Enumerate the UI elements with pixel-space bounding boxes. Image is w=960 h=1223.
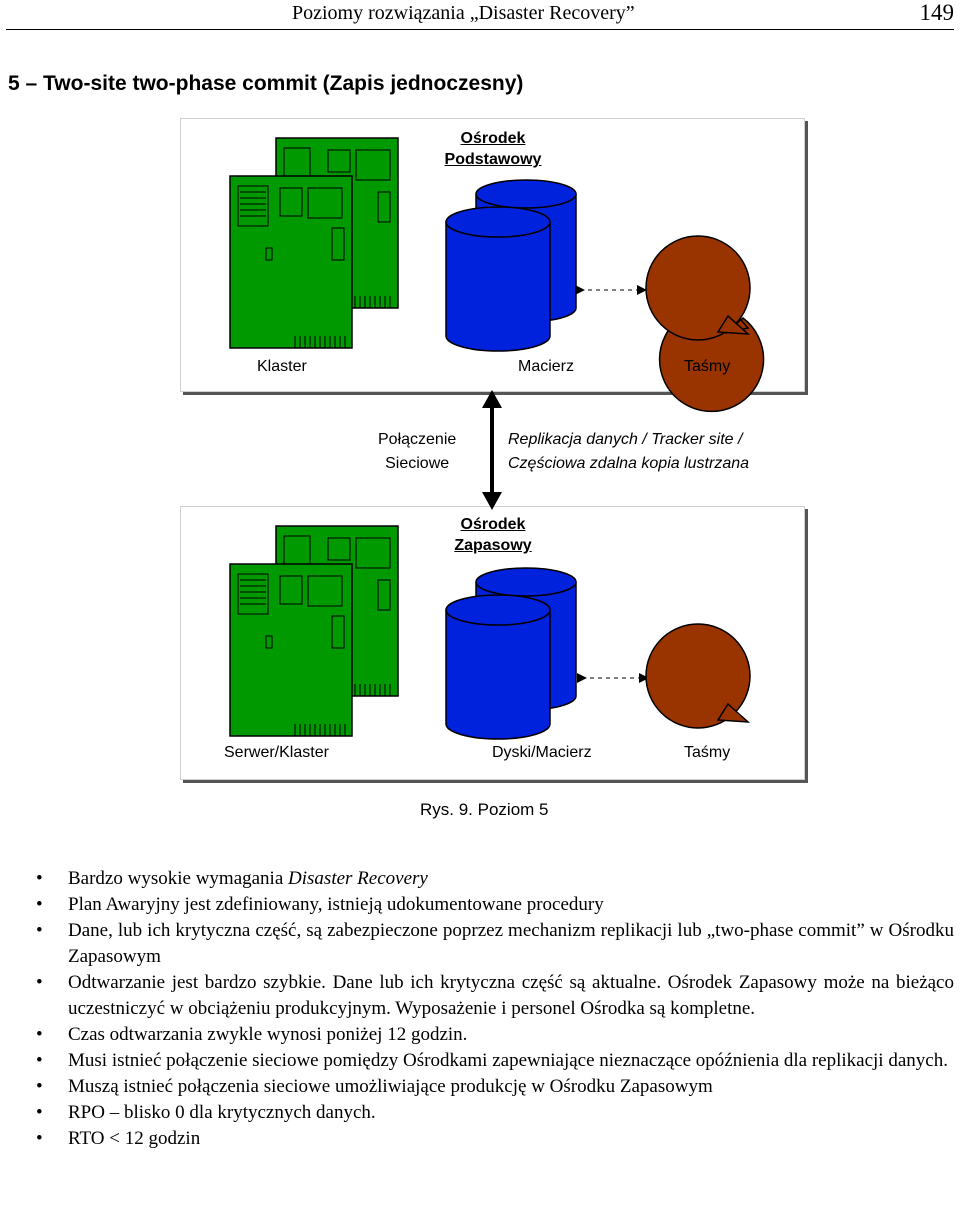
backup-disks-label: Dyski/Macierz (492, 744, 592, 761)
cluster-label: Klaster (257, 358, 307, 375)
network-label: Połączenie Sieciowe (378, 428, 456, 476)
list-item: Odtwarzanie jest bardzo szybkie. Dane lu… (36, 970, 954, 1022)
backup-disk-array-icon (445, 567, 577, 740)
tape-icon (645, 235, 765, 413)
array-label: Macierz (518, 358, 575, 375)
backup-server-cluster-icon (229, 525, 399, 737)
figure-caption: Rys. 9. Poziom 5 (420, 800, 549, 819)
backup-site-title-line1: Ośrodek (460, 516, 526, 533)
backup-site-title: Ośrodek Zapasowy (428, 514, 558, 556)
primary-site-title-line2: Podstawowy (444, 151, 542, 168)
network-link-arrow (482, 390, 502, 510)
primary-site-title: Ośrodek Podstawowy (428, 128, 558, 170)
requirements-list: Bardzo wysokie wymagania Disaster Recove… (36, 866, 954, 1152)
bullet-1-italic: Disaster Recovery (288, 868, 428, 889)
replication-label: Replikacja danych / Tracker site / Częśc… (508, 428, 749, 476)
list-item: Musi istnieć połączenie sieciowe pomiędz… (36, 1048, 954, 1074)
list-item: Plan Awaryjny jest zdefiniowany, istniej… (36, 892, 954, 918)
list-item: Bardzo wysokie wymagania Disaster Recove… (36, 866, 954, 892)
primary-site-title-line1: Ośrodek (460, 130, 526, 147)
network-label-line1: Połączenie (378, 431, 457, 448)
figure-drawing (229, 137, 765, 740)
tapes-label: Taśmy (684, 358, 731, 375)
replication-label-line2: Częściowa zdalna kopia lustrzana (508, 455, 750, 472)
figure-level-5: Ośrodek Podstawowy Ośrodek Zapasowy (180, 118, 810, 786)
backup-site-title-line2: Zapasowy (454, 537, 532, 554)
replication-label-line1: Replikacja danych / Tracker site / (508, 431, 743, 448)
disk-array-icon (445, 179, 577, 352)
list-item: RPO – blisko 0 dla krytycznych danych. (36, 1100, 954, 1126)
list-item: Dane, lub ich krytyczna część, są zabezp… (36, 918, 954, 970)
list-item: Czas odtwarzania zwykle wynosi poniżej 1… (36, 1022, 954, 1048)
bullet-1-text: Bardzo wysokie wymagania (68, 868, 289, 889)
running-header: Poziomy rozwiązania „Disaster Recovery” … (0, 0, 960, 36)
network-label-line2: Sieciowe (385, 455, 450, 472)
page-number: 149 (919, 0, 955, 25)
backup-tape-icon (645, 623, 751, 729)
backup-servers-label: Serwer/Klaster (224, 744, 329, 761)
list-item: RTO < 12 godzin (36, 1126, 954, 1152)
backup-tapes-label: Taśmy (684, 744, 731, 761)
running-title: Poziomy rozwiązania „Disaster Recovery” (292, 2, 635, 24)
header-rule (6, 29, 954, 30)
server-cluster-icon (229, 137, 399, 349)
list-item: Muszą istnieć połączenia sieciowe umożli… (36, 1074, 954, 1100)
section-title: 5 – Two-site two-phase commit (Zapis jed… (8, 72, 524, 95)
